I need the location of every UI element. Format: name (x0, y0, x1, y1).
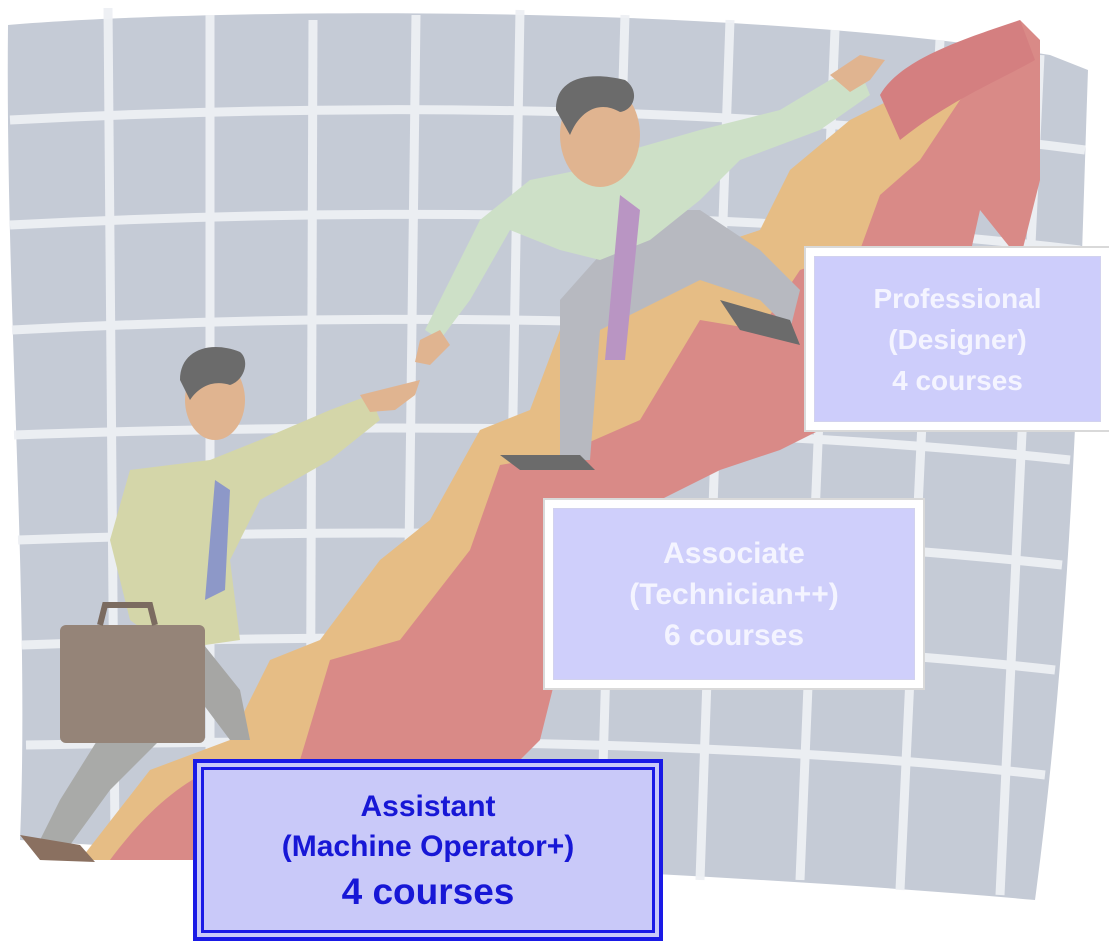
level-box-professional: Professional (Designer) 4 courses (806, 248, 1109, 430)
level-course-count: 4 courses (341, 871, 515, 912)
level-role: (Technician++) (629, 577, 839, 611)
level-box-assistant: Assistant (Machine Operator+) 4 courses (193, 759, 663, 941)
level-course-count: 4 courses (892, 364, 1023, 396)
level-title: Assistant (360, 790, 496, 823)
level-title: Associate (663, 536, 805, 570)
level-title: Professional (873, 282, 1042, 314)
level-role: (Designer) (888, 323, 1027, 355)
level-course-count: 6 courses (663, 618, 805, 652)
climbing-businessman (20, 347, 420, 862)
helping-businessman (415, 55, 885, 470)
level-role: (Machine Operator+) (281, 830, 575, 863)
level-box-associate: Associate (Technician++) 6 courses (545, 500, 923, 688)
